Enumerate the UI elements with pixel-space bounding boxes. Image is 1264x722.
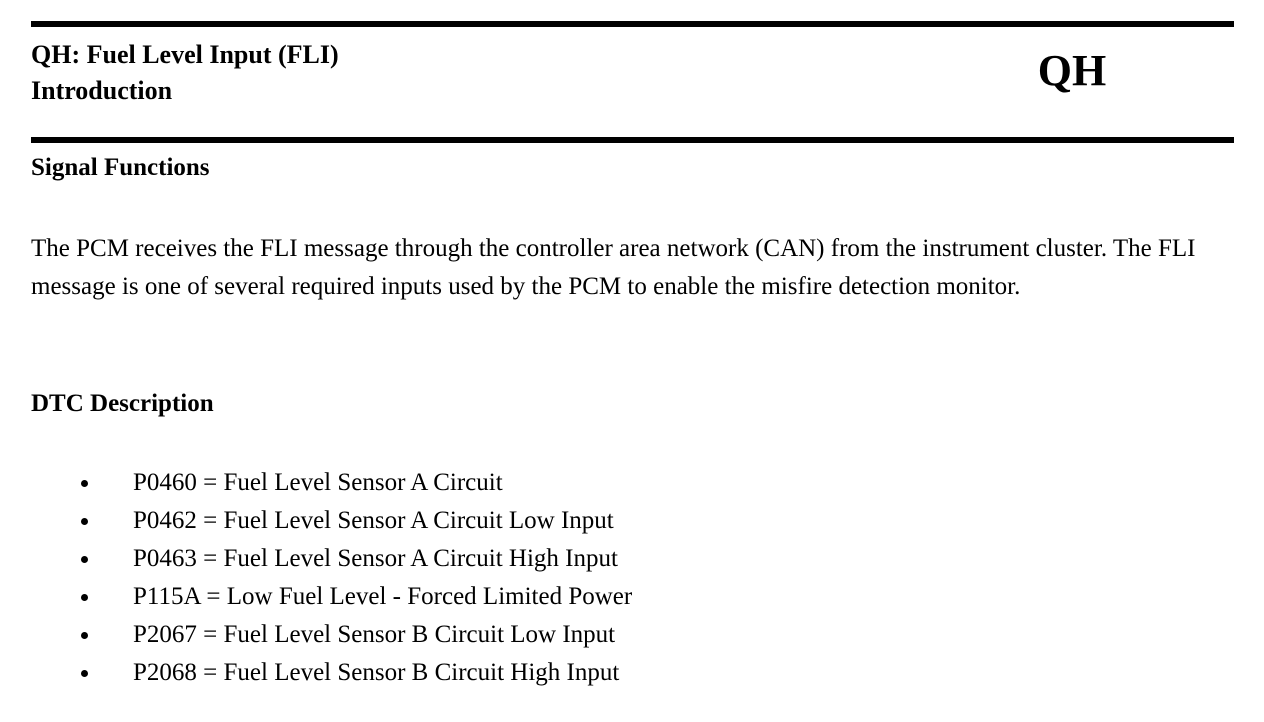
bullet-icon bbox=[81, 670, 88, 677]
heading-signal-functions: Signal Functions bbox=[31, 154, 210, 181]
list-item: P2067 = Fuel Level Sensor B Circuit Low … bbox=[0, 616, 632, 654]
signal-functions-paragraph: The PCM receives the FLI message through… bbox=[31, 235, 1196, 300]
list-item: P0462 = Fuel Level Sensor A Circuit Low … bbox=[0, 502, 632, 540]
list-item-label: P2068 = Fuel Level Sensor B Circuit High… bbox=[133, 659, 620, 686]
page-header: QH: Fuel Level Input (FLI) Introduction … bbox=[0, 33, 1264, 133]
heading-dtc-description: DTC Description bbox=[31, 390, 214, 417]
bullet-icon bbox=[81, 632, 88, 639]
document-body: Signal Functions The PCM receives the FL… bbox=[0, 152, 1264, 686]
list-item-label: P0463 = Fuel Level Sensor A Circuit High… bbox=[133, 545, 618, 572]
dtc-description-list: P0460 = Fuel Level Sensor A Circuit P046… bbox=[0, 464, 632, 692]
bullet-icon bbox=[81, 556, 88, 563]
list-item-label: P0462 = Fuel Level Sensor A Circuit Low … bbox=[133, 507, 614, 534]
header-bottom-rule bbox=[31, 137, 1234, 143]
page-title-line1: QH: Fuel Level Input (FLI) bbox=[31, 40, 339, 69]
page-title: QH: Fuel Level Input (FLI) Introduction bbox=[31, 37, 339, 109]
section-tab: QH bbox=[0, 45, 1234, 97]
bullet-icon bbox=[81, 594, 88, 601]
bullet-icon bbox=[81, 480, 88, 487]
header-top-rule bbox=[31, 21, 1234, 27]
list-item: P2068 = Fuel Level Sensor B Circuit High… bbox=[0, 654, 632, 692]
list-item: P0460 = Fuel Level Sensor A Circuit bbox=[0, 464, 632, 502]
list-item: P0463 = Fuel Level Sensor A Circuit High… bbox=[0, 540, 632, 578]
list-item: P115A = Low Fuel Level - Forced Limited … bbox=[0, 578, 632, 616]
section-tab-label: QH bbox=[1037, 46, 1107, 95]
bullet-icon bbox=[81, 518, 88, 525]
list-item-label: P0460 = Fuel Level Sensor A Circuit bbox=[133, 469, 503, 496]
page-title-line2: Introduction bbox=[31, 76, 173, 105]
list-item-label: P115A = Low Fuel Level - Forced Limited … bbox=[133, 583, 633, 610]
list-item-label: P2067 = Fuel Level Sensor B Circuit Low … bbox=[133, 621, 616, 648]
